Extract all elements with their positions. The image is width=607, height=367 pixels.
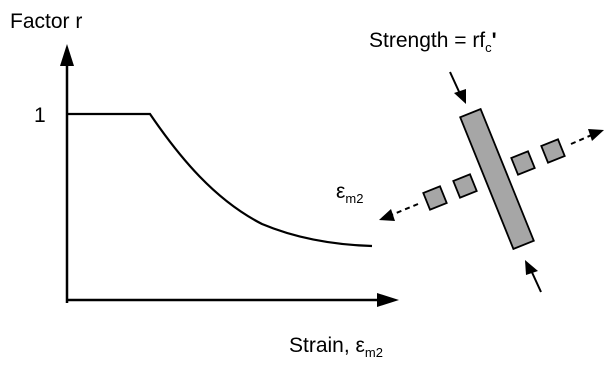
x-axis-arrowhead [377,293,399,307]
softening-curve [67,112,373,248]
tension-arrow-left [388,203,419,217]
tension-block-4 [540,138,566,164]
tension-arrow-right [570,133,595,145]
tension-arrowhead-left [379,209,395,221]
y-axis-arrowhead [60,44,74,66]
strength-label: Strength = rfc' [369,29,497,55]
y-axis-label: Factor r [10,10,82,33]
factor-r-graph: Factor r 1 Strain, εm2 [10,10,399,360]
x-axis-label: Strain, εm2 [289,334,383,360]
tension-block-1 [422,185,448,211]
y-tick-label-1: 1 [34,104,46,127]
compression-arrowhead-top [454,89,466,104]
compression-arrowhead-bottom [525,260,538,275]
tension-block-3 [510,150,536,176]
strain-label: εm2 [336,180,363,206]
tension-block-2 [452,173,478,199]
strut-element-sketch: Strength = rfc' εm2 [336,29,604,293]
diagonal-strut [459,107,535,251]
tension-arrowhead-right [588,129,604,141]
